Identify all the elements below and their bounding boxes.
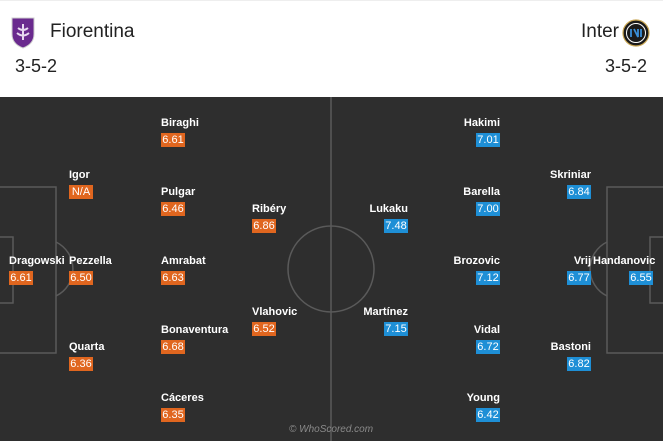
- player-rating: 6.61: [161, 133, 185, 147]
- player-name: Bastoni: [550, 341, 591, 353]
- home-player-igor[interactable]: Igor N/A: [69, 169, 129, 200]
- player-rating: 6.77: [567, 271, 591, 285]
- player-name: Dragowski: [9, 255, 65, 267]
- player-name: Brozovic: [453, 255, 500, 267]
- player-rating: 6.82: [567, 357, 591, 371]
- away-player-lukaku[interactable]: Lukaku 7.48: [348, 203, 408, 234]
- player-name: Martínez: [363, 306, 408, 318]
- away-player-vrij[interactable]: Vrij 6.77: [531, 255, 591, 286]
- player-rating: 6.36: [69, 357, 93, 371]
- player-rating: 6.52: [252, 322, 276, 336]
- player-rating: 6.86: [252, 219, 276, 233]
- home-player-caceres[interactable]: Cáceres 6.35: [161, 392, 221, 423]
- away-player-barella[interactable]: Barella 7.00: [440, 186, 500, 217]
- home-formation: 3-5-2: [15, 56, 58, 76]
- home-player-bonaventura[interactable]: Bonaventura 6.68: [161, 324, 229, 355]
- player-name: Vlahovic: [252, 306, 298, 318]
- player-rating: 7.01: [476, 133, 500, 147]
- home-player-ribery[interactable]: Ribéry 6.86: [252, 203, 312, 234]
- player-name: Vrij: [573, 255, 591, 267]
- player-name: Hakimi: [463, 117, 500, 129]
- player-name: Handanovic: [593, 255, 656, 267]
- home-team-name[interactable]: Fiorentina: [50, 21, 135, 42]
- player-rating: 6.61: [9, 271, 33, 285]
- player-name: Amrabat: [161, 255, 206, 267]
- home-player-vlahovic[interactable]: Vlahovic 6.52: [252, 306, 312, 337]
- home-player-quarta[interactable]: Quarta 6.36: [69, 341, 129, 372]
- home-player-amrabat[interactable]: Amrabat 6.63: [161, 255, 221, 286]
- player-name: Pulgar: [161, 186, 196, 198]
- home-player-biraghi[interactable]: Biraghi 6.61: [161, 117, 221, 148]
- away-player-brozovic[interactable]: Brozovic 7.12: [440, 255, 500, 286]
- player-name: Skriniar: [550, 169, 591, 181]
- player-rating: 6.72: [476, 340, 500, 354]
- player-name: Vidal: [473, 324, 500, 336]
- away-player-martinez[interactable]: Martínez 7.15: [348, 306, 408, 337]
- pitch-markings: [0, 97, 663, 441]
- whoscored-watermark: © WhoScored.com: [289, 424, 374, 435]
- player-rating: 7.12: [476, 271, 500, 285]
- player-name: Pezzella: [69, 255, 112, 267]
- player-name: Lukaku: [369, 203, 408, 215]
- away-player-young[interactable]: Young 6.42: [440, 392, 500, 423]
- player-rating: 6.46: [161, 202, 185, 216]
- player-name: Ribéry: [252, 203, 287, 215]
- away-player-handanovic[interactable]: Handanovic 6.55: [593, 255, 656, 286]
- home-player-pezzella[interactable]: Pezzella 6.50: [69, 255, 129, 286]
- player-rating: 6.84: [567, 185, 591, 199]
- player-name: Cáceres: [161, 392, 204, 404]
- player-name: Quarta: [69, 341, 105, 353]
- away-player-bastoni[interactable]: Bastoni 6.82: [531, 341, 591, 372]
- away-team-name[interactable]: Inter: [580, 21, 619, 42]
- player-rating: 6.50: [69, 271, 93, 285]
- player-name: Bonaventura: [161, 324, 229, 336]
- player-rating: 6.55: [629, 271, 653, 285]
- away-formation: 3-5-2: [604, 56, 647, 76]
- match-header: Fiorentina 3-5-2 Inter 3-5-2: [0, 0, 663, 98]
- away-player-skriniar[interactable]: Skriniar 6.84: [531, 169, 591, 200]
- player-name: Biraghi: [161, 117, 199, 129]
- fiorentina-crest-icon: [10, 16, 36, 50]
- player-rating: 7.15: [384, 322, 408, 336]
- home-player-pulgar[interactable]: Pulgar 6.46: [161, 186, 221, 217]
- player-rating: 6.68: [161, 340, 185, 354]
- player-name: Igor: [69, 169, 90, 181]
- player-rating: 6.42: [476, 408, 500, 422]
- player-name: Barella: [463, 186, 500, 198]
- home-player-dragowski[interactable]: Dragowski 6.61: [9, 255, 69, 286]
- player-rating: 6.63: [161, 271, 185, 285]
- player-name: Young: [466, 392, 500, 404]
- player-rating: 7.48: [384, 219, 408, 233]
- player-rating: N/A: [69, 185, 93, 199]
- away-player-hakimi[interactable]: Hakimi 7.01: [440, 117, 500, 148]
- inter-crest-icon: [622, 19, 650, 47]
- player-rating: 7.00: [476, 202, 500, 216]
- pitch: [0, 97, 663, 441]
- away-player-vidal[interactable]: Vidal 6.72: [440, 324, 500, 355]
- player-rating: 6.35: [161, 408, 185, 422]
